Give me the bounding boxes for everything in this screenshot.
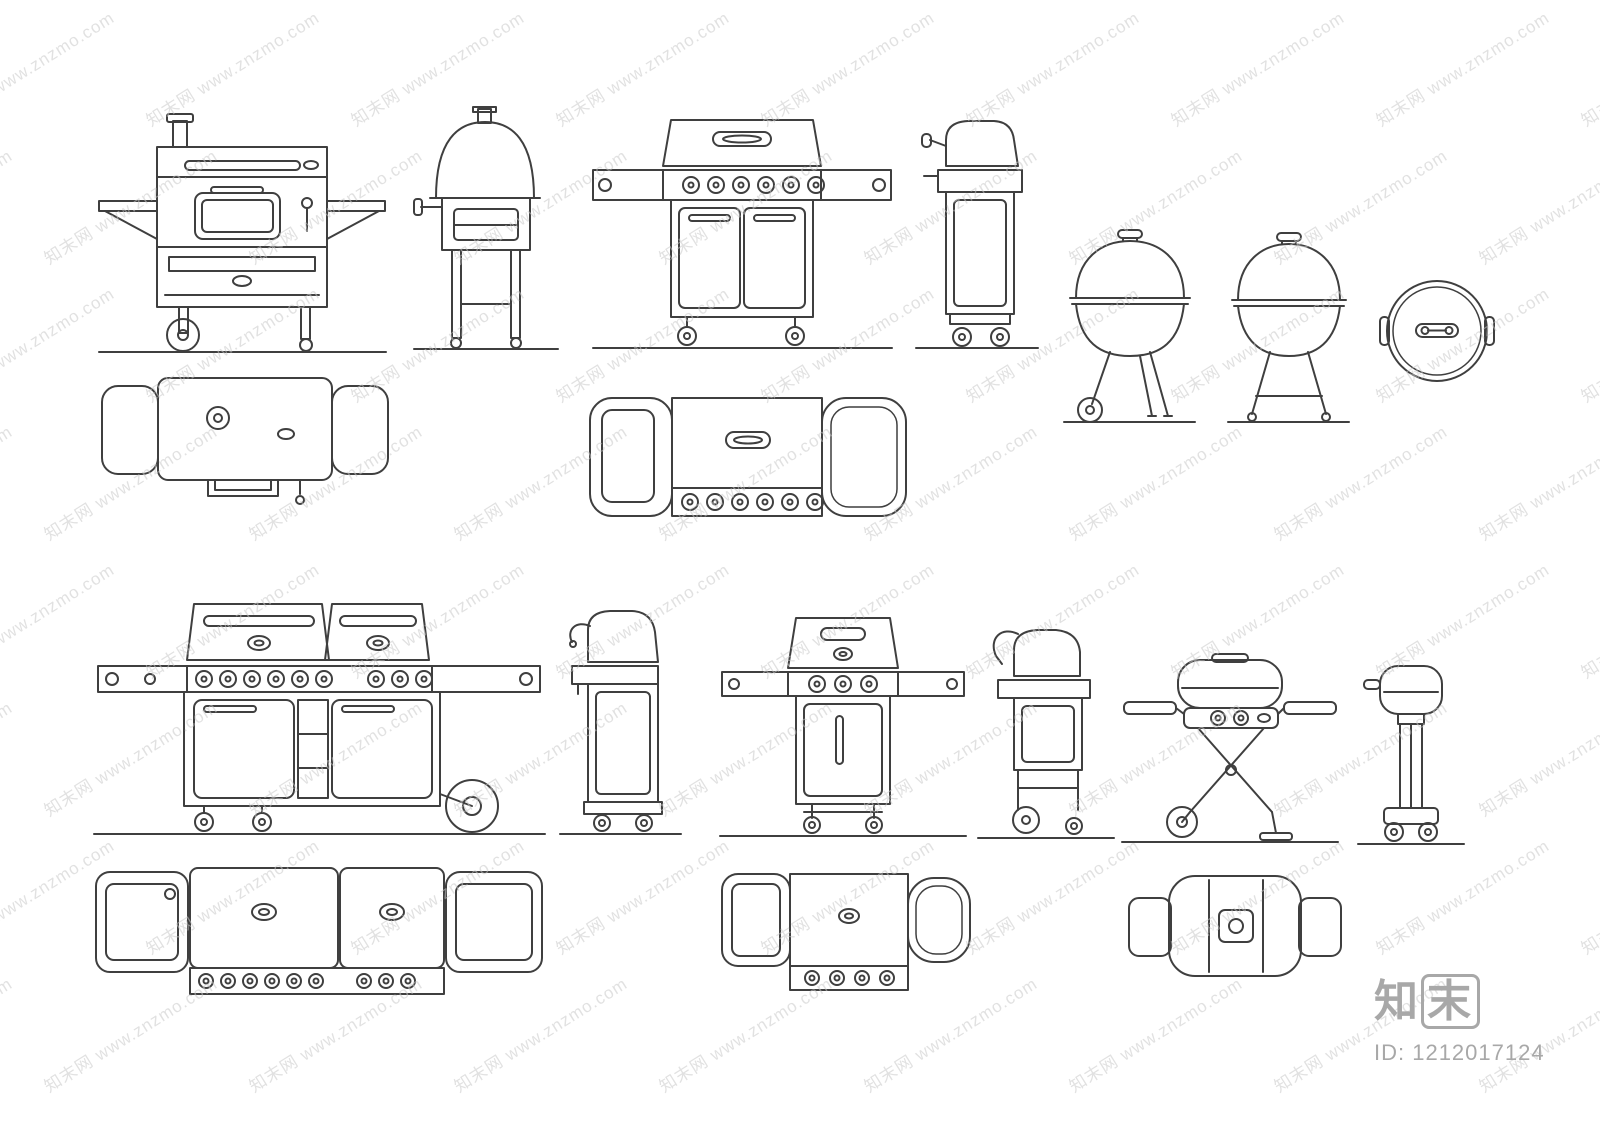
gas-grill-2burner-front-view: [718, 612, 968, 844]
portable-grill-stand-top-view: [1125, 872, 1345, 980]
gas-grill-2burner-side-drawing: [977, 629, 1115, 839]
portable-grill-stand-top-drawing: [1128, 875, 1342, 977]
portable-grill-stand-side-drawing: [1357, 665, 1465, 845]
portable-grill-stand-side-view: [1356, 658, 1466, 850]
watermark-text: 知末网 www.znzmo.com: [1476, 698, 1600, 821]
gas-grill-4burner-top-view: [588, 390, 908, 532]
watermark-text: 知末网 www.znzmo.com: [1578, 560, 1600, 683]
watermark-text: 知末网 www.znzmo.com: [1168, 8, 1348, 131]
charcoal-grill-top-view: [100, 372, 390, 520]
gas-grill-6burner-top-view: [92, 862, 547, 1002]
gas-grill-6burner-top-drawing: [95, 867, 543, 995]
watermark-text: 知末网 www.znzmo.com: [0, 422, 16, 544]
gas-grill-2burner-top-view: [718, 868, 973, 994]
brand-logo: 知末: [1374, 974, 1480, 1029]
gas-grill-cart-side-view: [558, 600, 683, 840]
gas-grill-2burner-front-drawing: [719, 617, 967, 837]
charcoal-grill-front-drawing: [98, 113, 387, 353]
watermark-text: 知末网 www.znzmo.com: [0, 974, 16, 1096]
portable-grill-stand-front-drawing: [1121, 653, 1339, 843]
watermark-text: 知末网 www.znzmo.com: [1578, 284, 1600, 407]
gas-grill-2burner-top-drawing: [721, 873, 971, 991]
dome-smoker-side-view: [408, 106, 563, 356]
portable-grill-stand-front-view: [1120, 652, 1340, 848]
watermark-text: 知末网 www.znzmo.com: [1066, 974, 1246, 1097]
kettle-grill-side-drawing: [1227, 232, 1350, 423]
gas-grill-4burner-side-view: [912, 112, 1042, 357]
kettle-grill-front-view: [1062, 226, 1197, 428]
brand-logo-char-2: 末: [1421, 974, 1480, 1029]
watermark-text: 知末网 www.znzmo.com: [1066, 422, 1246, 545]
image-id-label: ID: 1212017124: [1374, 1040, 1545, 1065]
watermark-text: 知末网 www.znzmo.com: [1476, 974, 1600, 1097]
watermark-text: 知末网 www.znzmo.com: [1373, 836, 1553, 959]
charcoal-grill-front-view: [95, 105, 390, 360]
gas-grill-cart-side-drawing: [559, 610, 682, 835]
brand-logo-char-1: 知: [1374, 977, 1421, 1026]
watermark-text: 知末网 www.znzmo.com: [0, 146, 16, 268]
watermark-text: 知末网 www.znzmo.com: [1578, 836, 1600, 959]
watermark-text: 知末网 www.znzmo.com: [1578, 8, 1600, 131]
gas-grill-6burner-front-drawing: [93, 603, 546, 835]
watermark-text: 知末网 www.znzmo.com: [1476, 146, 1600, 269]
watermark-text: 知末网 www.znzmo.com: [1373, 8, 1553, 131]
gas-grill-4burner-front-view: [585, 112, 900, 357]
kettle-grill-top-drawing: [1379, 280, 1495, 382]
gas-grill-2burner-side-view: [976, 618, 1116, 844]
kettle-grill-top-view: [1378, 275, 1496, 387]
watermark-text: 知末网 www.znzmo.com: [0, 698, 16, 820]
watermark-text: 知末网 www.znzmo.com: [1271, 422, 1451, 545]
kettle-grill-side-view: [1226, 230, 1351, 428]
charcoal-grill-top-drawing: [101, 377, 389, 505]
watermark-text: 知末网 www.znzmo.com: [553, 836, 733, 959]
kettle-grill-front-drawing: [1063, 229, 1196, 423]
gas-grill-4burner-top-drawing: [589, 397, 907, 517]
gas-grill-4burner-front-drawing: [592, 119, 893, 349]
watermark-text: 知末网 www.znzmo.com: [1476, 422, 1600, 545]
gas-grill-4burner-side-drawing: [915, 120, 1039, 349]
watermark-text: 知末网 www.znzmo.com: [963, 836, 1143, 959]
gas-grill-6burner-front-view: [92, 598, 547, 840]
dome-smoker-side-drawing: [413, 106, 559, 350]
